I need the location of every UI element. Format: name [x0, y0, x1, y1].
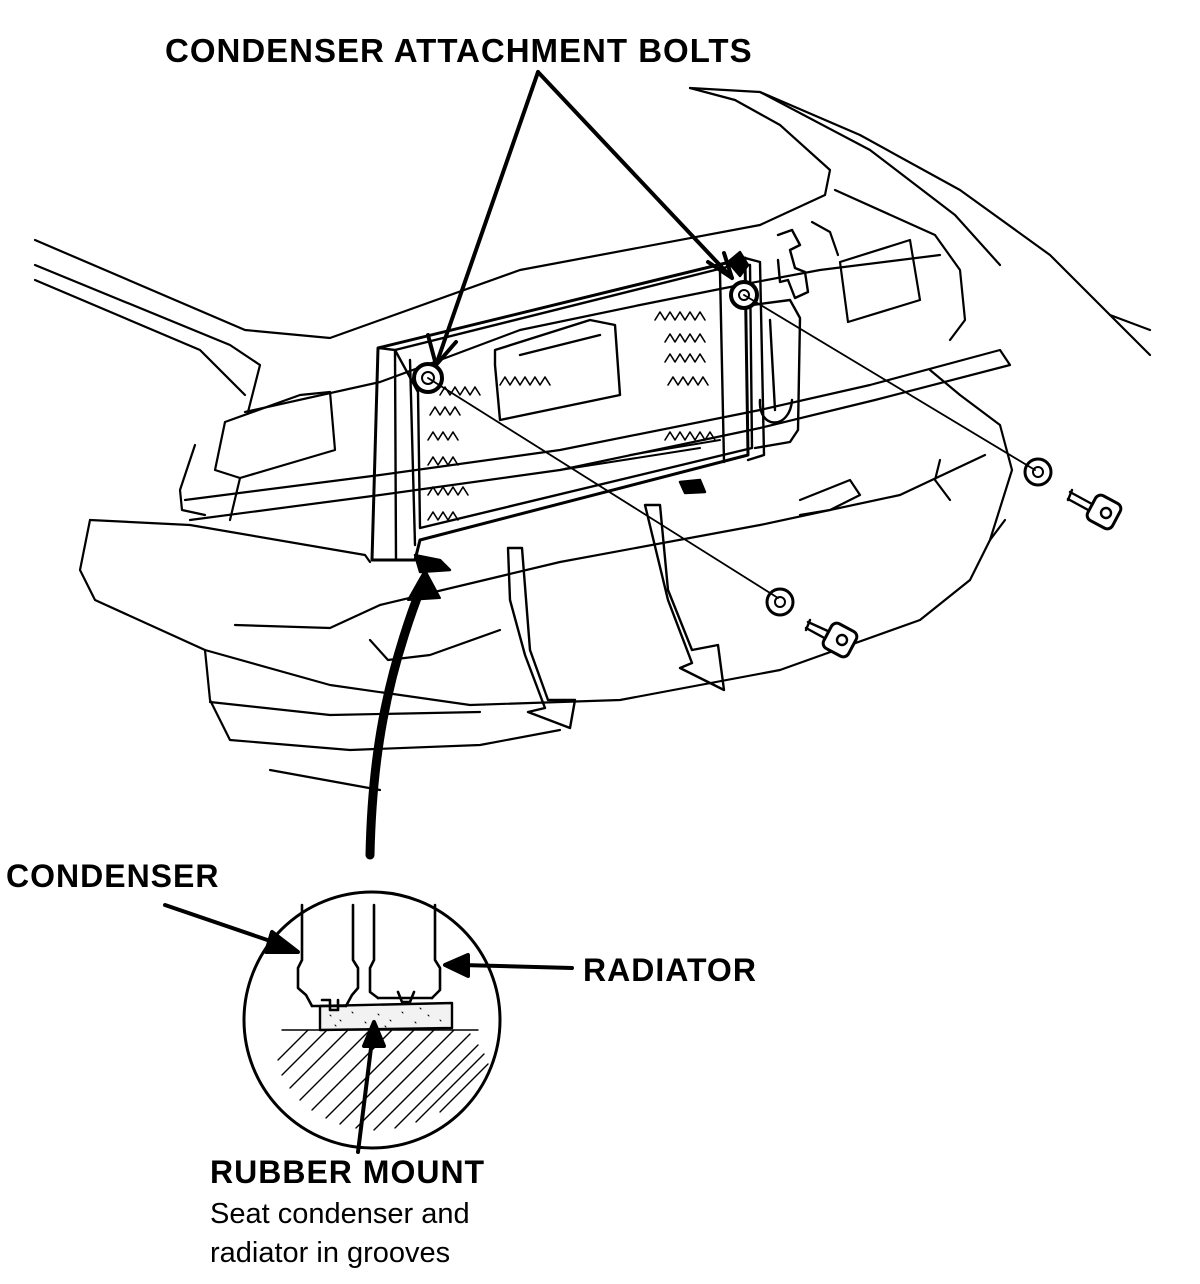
alignment-lines [427, 294, 1036, 599]
condenser-fins [427, 311, 716, 521]
rubber-mount-label: RUBBER MOUNT [210, 1154, 486, 1190]
detail-circle [242, 890, 502, 1150]
rubber-mount-note-line1: Seat condenser and [210, 1198, 470, 1230]
rubber-mount-note-line2: radiator in grooves [210, 1237, 451, 1269]
rubber-stipple [329, 1007, 442, 1028]
condenser-section [296, 903, 360, 1012]
detail-leader-arrow [365, 569, 441, 860]
radiator-label: RADIATOR [583, 952, 757, 988]
radiator-callout-arrow [443, 953, 574, 978]
radiator-section [368, 903, 442, 1004]
washer-icon [1023, 457, 1053, 487]
rubber-mount-callout-arrow [356, 1020, 386, 1154]
bolt-icon [804, 618, 859, 659]
condenser-label: CONDENSER [6, 858, 220, 894]
removal-arrow-right [643, 503, 726, 692]
rubber-mount-block [318, 1001, 454, 1032]
condenser-radiator-assembly [370, 228, 810, 574]
bolts-callout-arrows [426, 70, 734, 367]
bolt-icon [1066, 488, 1123, 531]
condenser-callout-arrow [163, 903, 300, 954]
car-body-outline [33, 86, 1152, 792]
condenser-attachment-bolts-label: CONDENSER ATTACHMENT BOLTS [165, 32, 753, 69]
washer-icon [765, 587, 795, 617]
removal-arrow-left [506, 546, 577, 730]
